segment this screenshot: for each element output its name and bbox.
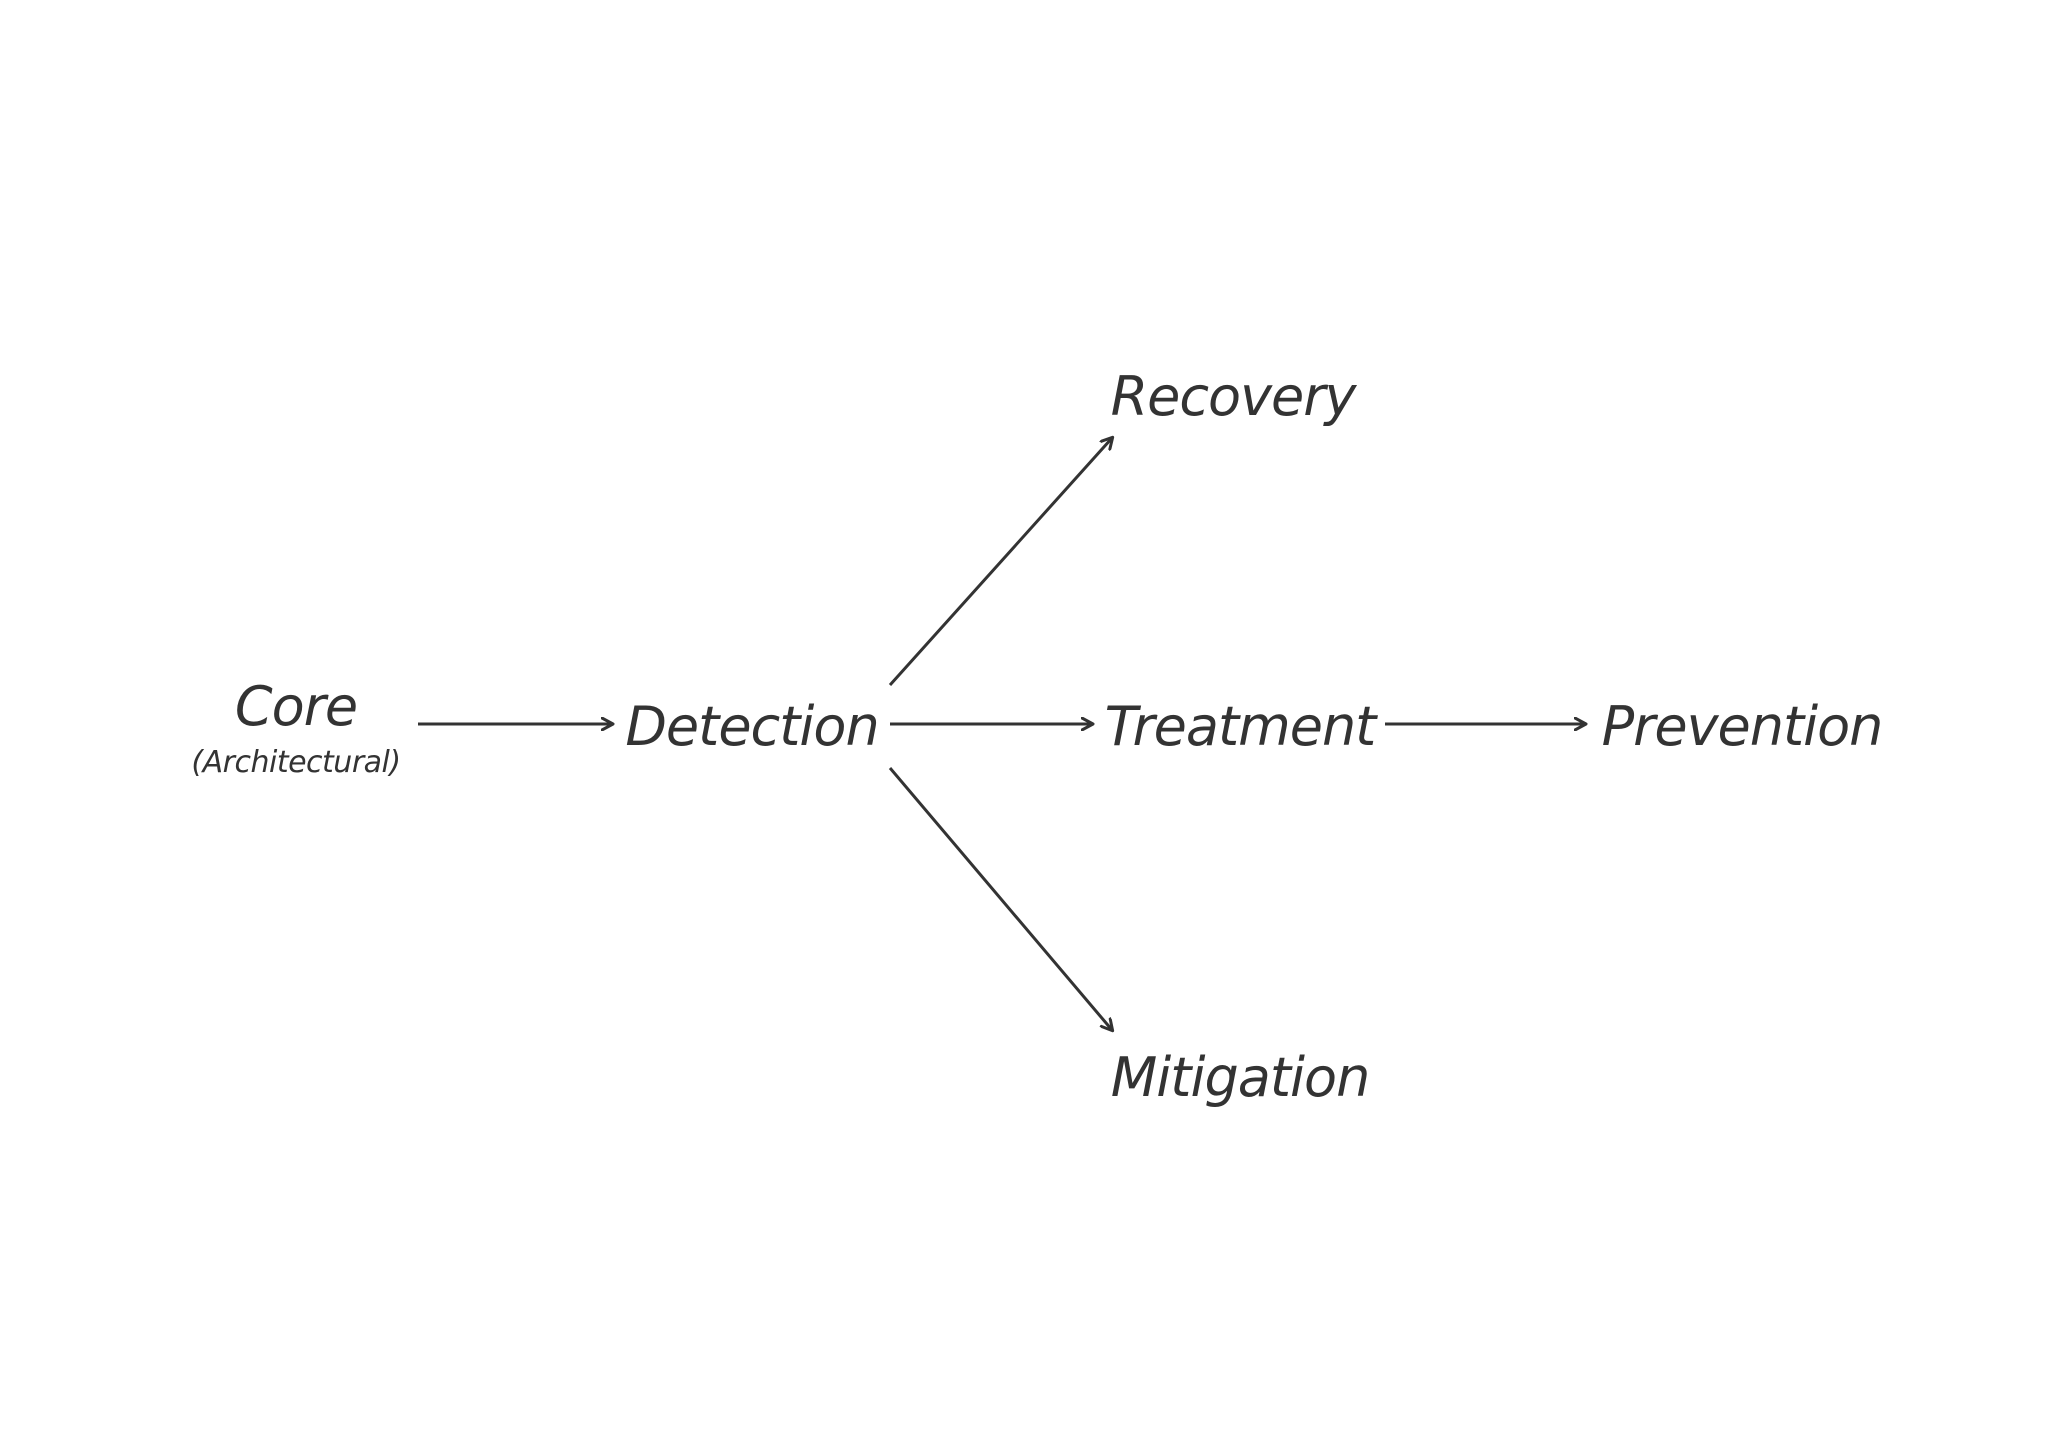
node-detection-label: Detection: [625, 695, 879, 758]
arrow-detection-to-mitigation: [888, 767, 1112, 1030]
node-core-sublabel: (Architectural): [191, 745, 401, 780]
node-prevention-label: Prevention: [1601, 695, 1884, 758]
node-prevention: Prevention: [1601, 695, 1884, 758]
node-core: Core (Architectural): [191, 675, 401, 780]
node-core-label: Core: [234, 675, 358, 738]
node-mitigation: Mitigation: [1110, 1046, 1371, 1109]
node-mitigation-label: Mitigation: [1110, 1046, 1371, 1109]
node-detection: Detection: [625, 695, 879, 758]
node-treatment-label: Treatment: [1104, 695, 1377, 758]
arrow-detection-to-recovery: [888, 438, 1112, 687]
node-recovery-label: Recovery: [1110, 365, 1357, 428]
node-recovery: Recovery: [1110, 365, 1357, 428]
node-treatment: Treatment: [1104, 695, 1377, 758]
